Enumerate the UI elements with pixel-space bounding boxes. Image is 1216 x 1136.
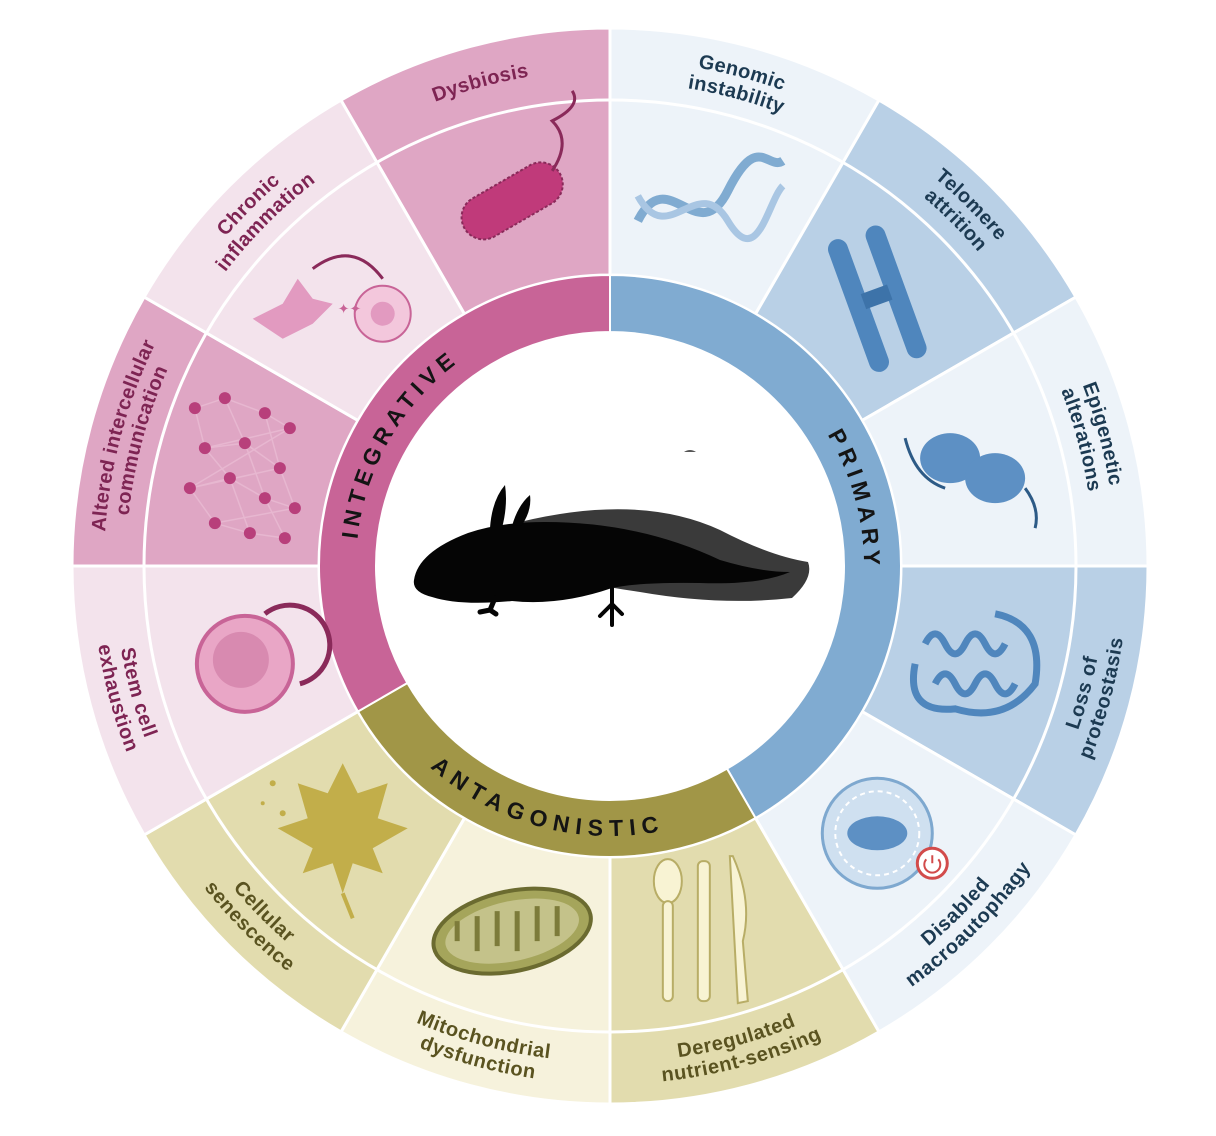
axolotl-icon <box>413 450 810 627</box>
chromosome-icon <box>827 225 927 372</box>
inflammation-icon: ✦✦ <box>252 254 412 343</box>
stem-cell-icon <box>194 602 333 714</box>
nucleosome-icon <box>903 433 1038 529</box>
network-icon <box>183 392 301 545</box>
cutlery-icon <box>652 855 749 1005</box>
mitochondrion-icon <box>431 886 593 976</box>
leaf-icon <box>260 763 408 920</box>
band-divider <box>142 98 1078 1034</box>
protein-icon <box>910 610 1041 717</box>
bacterium-icon <box>460 90 577 241</box>
svg-text:✦✦: ✦✦ <box>338 303 362 318</box>
hallmark-icons: ✦✦ <box>183 90 1041 1005</box>
dna-icon <box>633 152 786 242</box>
autophagosome-icon <box>820 776 949 890</box>
